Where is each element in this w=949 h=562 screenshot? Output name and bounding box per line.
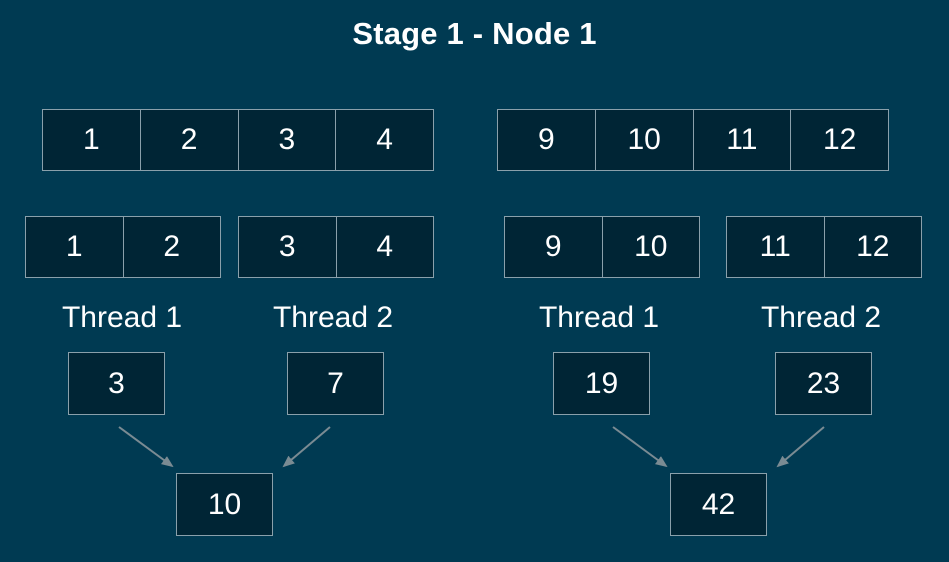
array-cell: 11 bbox=[759, 230, 791, 263]
right-pair-2: 11 12 bbox=[726, 216, 922, 278]
left-thread-2-sum: 7 bbox=[287, 352, 384, 415]
array-cell: 3 bbox=[278, 230, 296, 263]
array-cell: 4 bbox=[335, 217, 434, 277]
array-cell: 3 bbox=[237, 110, 336, 170]
right-thread-2-label: Thread 2 bbox=[760, 301, 882, 334]
array-cell: 9 bbox=[544, 230, 562, 263]
arrow-right-thread-2-to-total bbox=[776, 426, 825, 468]
left-thread-2-label: Thread 2 bbox=[272, 301, 394, 334]
diagram-title: Stage 1 - Node 1 bbox=[352, 16, 597, 51]
array-cell: 12 bbox=[790, 110, 888, 170]
array-cell: 9 bbox=[538, 123, 555, 156]
array-cell: 11 bbox=[692, 110, 791, 170]
left-total: 10 bbox=[176, 473, 273, 536]
array-cell: 1 bbox=[83, 123, 100, 156]
array-cell: 2 bbox=[139, 110, 238, 170]
left-pair-1: 1 2 bbox=[25, 216, 221, 278]
arrow-left-thread-1-to-total bbox=[118, 426, 174, 468]
right-full-array: 9 10 11 12 bbox=[497, 109, 889, 171]
left-thread-1-sum: 3 bbox=[68, 352, 165, 415]
arrow-left-thread-2-to-total bbox=[282, 426, 331, 468]
right-thread-1-label: Thread 1 bbox=[538, 301, 660, 334]
array-cell: 10 bbox=[601, 217, 700, 277]
right-total: 42 bbox=[670, 473, 767, 536]
right-thread-2-sum: 23 bbox=[775, 352, 872, 415]
array-cell: 4 bbox=[335, 110, 433, 170]
left-pair-2: 3 4 bbox=[238, 216, 434, 278]
right-pair-1: 9 10 bbox=[504, 216, 700, 278]
arrow-right-thread-1-to-total bbox=[612, 426, 668, 468]
left-full-array: 1 2 3 4 bbox=[42, 109, 434, 171]
array-cell: 1 bbox=[65, 230, 83, 263]
left-thread-1-label: Thread 1 bbox=[61, 301, 183, 334]
array-cell: 10 bbox=[594, 110, 693, 170]
array-cell: 2 bbox=[122, 217, 221, 277]
right-thread-1-sum: 19 bbox=[553, 352, 650, 415]
array-cell: 12 bbox=[823, 217, 922, 277]
